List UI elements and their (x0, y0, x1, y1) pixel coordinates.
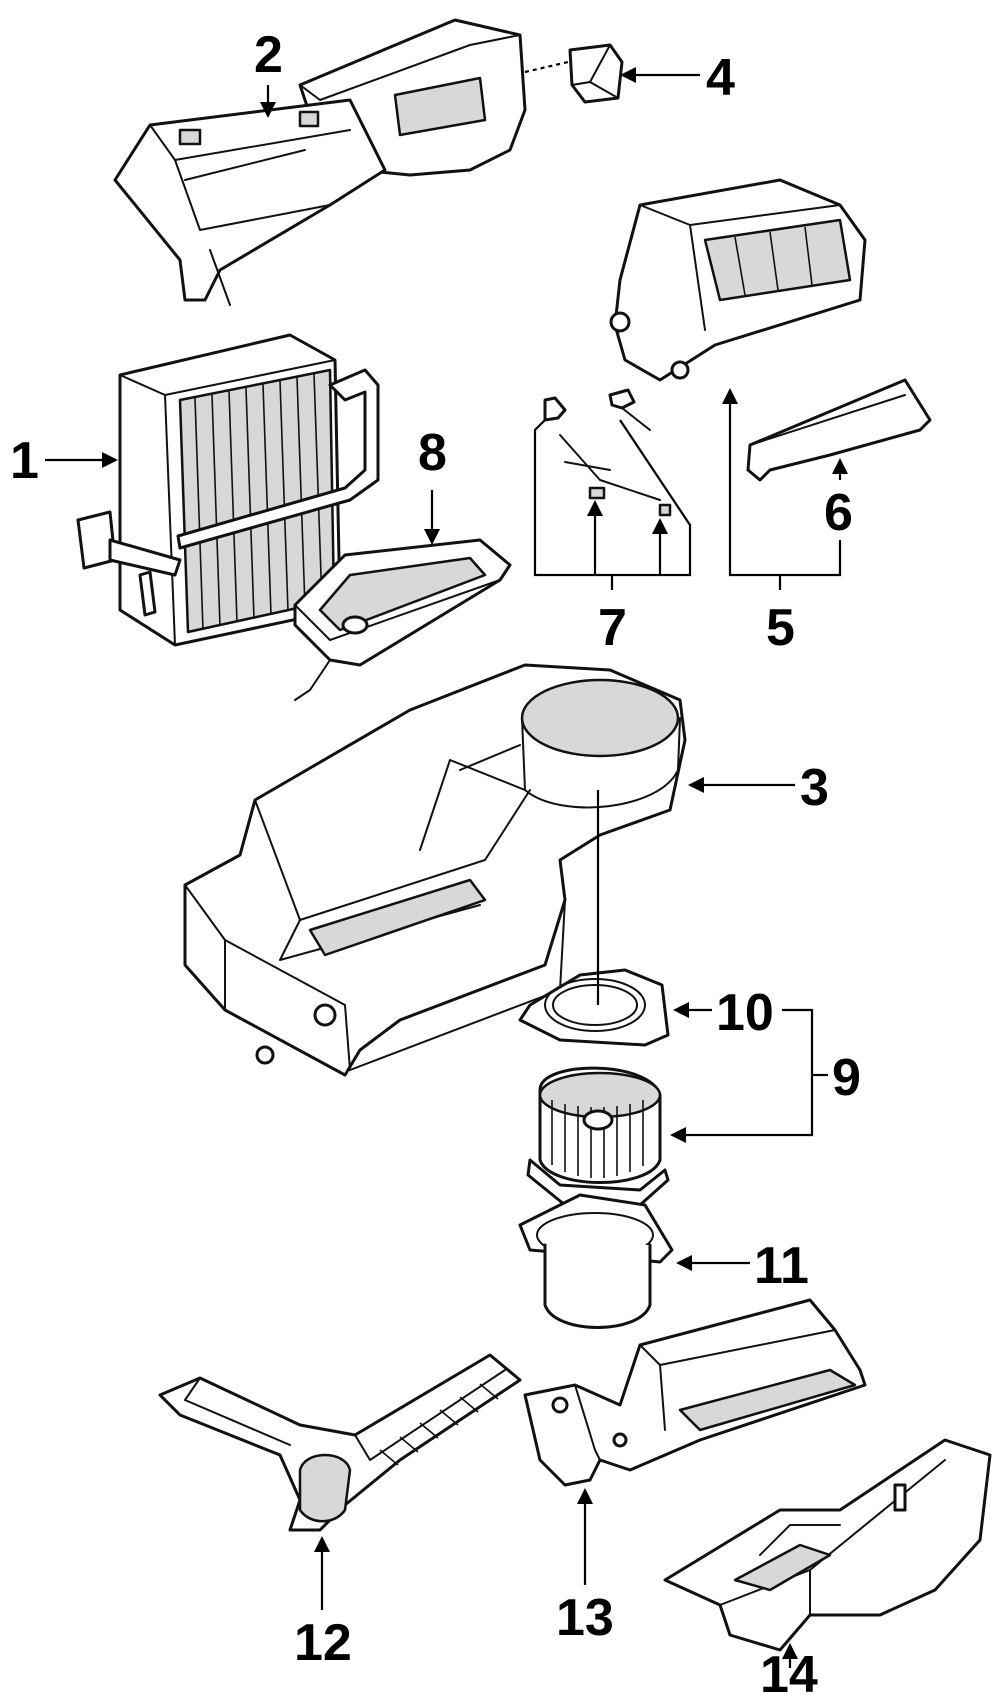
part-13-lower-duct (523, 1298, 867, 1487)
part-9-blower-motor (526, 1066, 670, 1207)
callout-2: 2 (254, 26, 283, 84)
part-11-motor-cover (518, 1193, 674, 1329)
part-10-seal-ring (518, 968, 670, 1047)
callout-7: 7 (598, 599, 627, 657)
part-14-floor-duct (663, 1438, 992, 1652)
callout-8: 8 (418, 424, 447, 482)
callout-labels: 1 2 3 4 5 6 7 8 9 10 11 12 13 14 (10, 26, 861, 1697)
part-6-bracket (746, 378, 932, 482)
part-8-filter-door (293, 538, 512, 701)
callout-12: 12 (294, 1614, 352, 1672)
callout-10: 10 (716, 984, 774, 1042)
part-4-cap (568, 43, 624, 104)
part-7-linkage (543, 388, 672, 517)
callout-1: 1 (10, 432, 39, 490)
part-12-duct (158, 1353, 522, 1532)
callout-13: 13 (556, 1589, 614, 1647)
callout-6: 6 (824, 484, 853, 542)
callout-5: 5 (766, 599, 795, 657)
callout-9: 9 (832, 1049, 861, 1107)
callout-4: 4 (706, 49, 735, 107)
callout-11: 11 (754, 1237, 809, 1295)
part-2-duct-housing (113, 18, 527, 306)
callout-14: 14 (760, 1646, 818, 1697)
part-5-intake-housing (609, 178, 867, 382)
part-3-blower-housing (183, 663, 687, 1077)
leader-lines (45, 67, 848, 1668)
callout-3: 3 (800, 759, 829, 817)
